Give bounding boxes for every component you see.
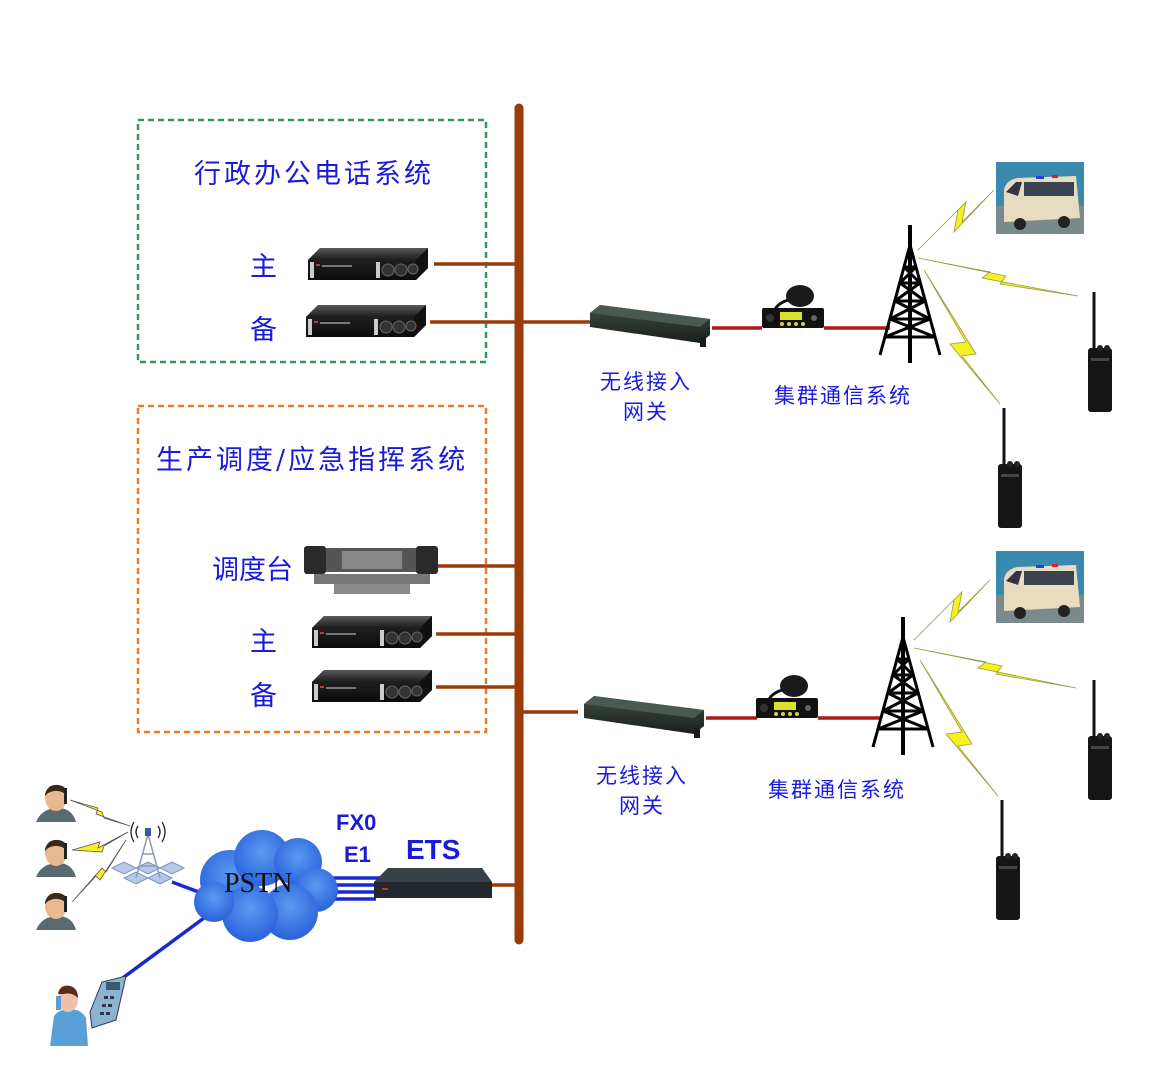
lightning-1a-icon [917,189,995,251]
handheld-radio-1a-icon [1086,290,1114,414]
lightning-2a-icon [913,579,991,641]
phone-user-icon [50,975,127,1046]
mobile-user-2-icon [36,839,76,877]
admin-primary-label: 主 [250,252,277,283]
dispatch-backup-label: 备 [250,681,277,712]
admin-backup-label: 备 [250,315,277,346]
mobile-radio-2-icon [754,673,820,720]
e1-label: E1 [344,842,371,867]
gateway-1-icon [590,305,710,347]
ets-gateway-icon [374,868,492,898]
dispatch-backup-server-icon [311,669,433,703]
admin-backup-server-icon [305,304,427,338]
handheld-radio-2a-icon [1086,678,1114,802]
dispatch-primary-server-icon [311,615,433,649]
admin-primary-server-icon [307,247,429,281]
lightning-user1-icon [69,799,131,827]
dispatch-group-title: 生产调度/应急指挥系统 [156,445,469,476]
command-vehicle-1-icon [996,162,1084,234]
gateway-1-label-line2: 网关 [623,400,669,424]
admin-group-box [136,118,488,364]
fxo-label: FX0 [336,810,377,835]
ets-label: ETS [406,834,461,865]
dispatch-console-label: 调度台 [212,555,293,586]
lightning-2b-icon [913,647,1077,689]
trunk-2-label: 集群通信系统 [768,778,906,802]
dispatch-console-icon [304,546,438,594]
lightning-2c-icon [919,659,999,797]
dispatch-group-box [136,404,488,734]
pstn-cloud-icon [194,830,338,942]
gateway-2-label-line1: 无线接入 [596,764,688,788]
lightning-user3-icon [71,839,127,903]
cell-tower-icon [110,821,186,885]
gateway-1-label-line1: 无线接入 [600,370,692,394]
admin-group-title: 行政办公电话系统 [194,159,434,190]
gateway-1-label: 无线接入 网关 [588,366,704,426]
gateway-2-icon [584,696,704,738]
gateway-2-label-line2: 网关 [619,794,665,818]
dispatch-primary-label: 主 [250,627,277,658]
lightning-1b-icon [917,257,1079,297]
radio-tower-1-icon [878,223,942,365]
radio-tower-2-icon [871,615,935,757]
lightning-1c-icon [923,269,1001,405]
link-phone-pstn [118,916,206,982]
lightning-user2-icon [71,831,129,853]
command-vehicle-2-icon [996,551,1084,623]
mobile-user-3-icon [36,892,76,930]
trunk-1-label: 集群通信系统 [774,384,912,408]
pstn-label: PSTN [224,868,293,899]
handheld-radio-2b-icon [994,798,1022,922]
handheld-radio-1b-icon [996,406,1024,530]
gateway-2-label: 无线接入 网关 [584,760,700,820]
mobile-user-1-icon [36,784,76,822]
mobile-radio-1-icon [760,283,826,330]
